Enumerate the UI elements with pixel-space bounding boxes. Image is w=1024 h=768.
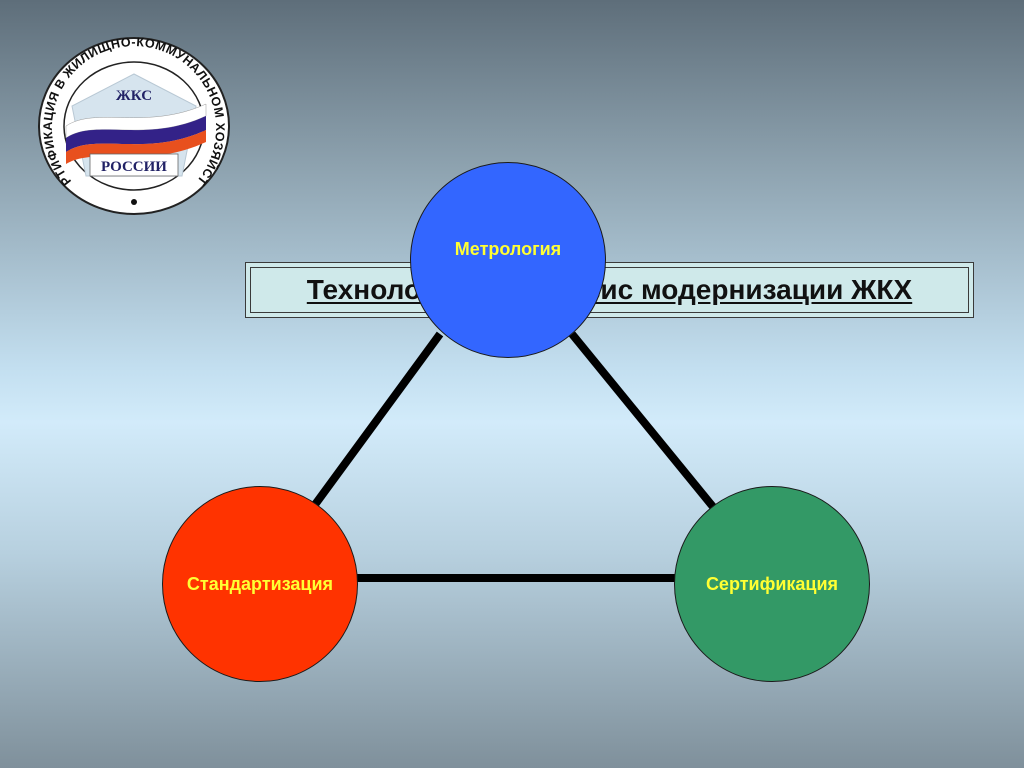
logo: СЕРТИФИКАЦИЯ В ЖИЛИЩНО-КОММУНАЛЬНОМ ХОЗЯ… [36, 36, 230, 215]
title-box: Технологический базис модернизации ЖКХ [245, 262, 974, 318]
node-metrology-label: Метрология [454, 238, 562, 259]
title-box-inner: Технологический базис модернизации ЖКХ [250, 267, 969, 313]
node-standardization: Стандартизация [162, 486, 358, 682]
logo-top-text: ЖКС [116, 88, 152, 104]
logo-bottom-text: РОССИИ [101, 159, 167, 175]
edge-metrology-standardization [310, 331, 444, 509]
node-certification: Сертификация [674, 486, 870, 682]
node-metrology: Метрология [410, 162, 606, 358]
node-standardization-label: Стандартизация [186, 573, 334, 594]
node-certification-label: Сертификация [705, 573, 839, 594]
page-title: Технологический базис модернизации ЖКХ [306, 274, 913, 305]
edge-metrology-certification [568, 331, 718, 511]
